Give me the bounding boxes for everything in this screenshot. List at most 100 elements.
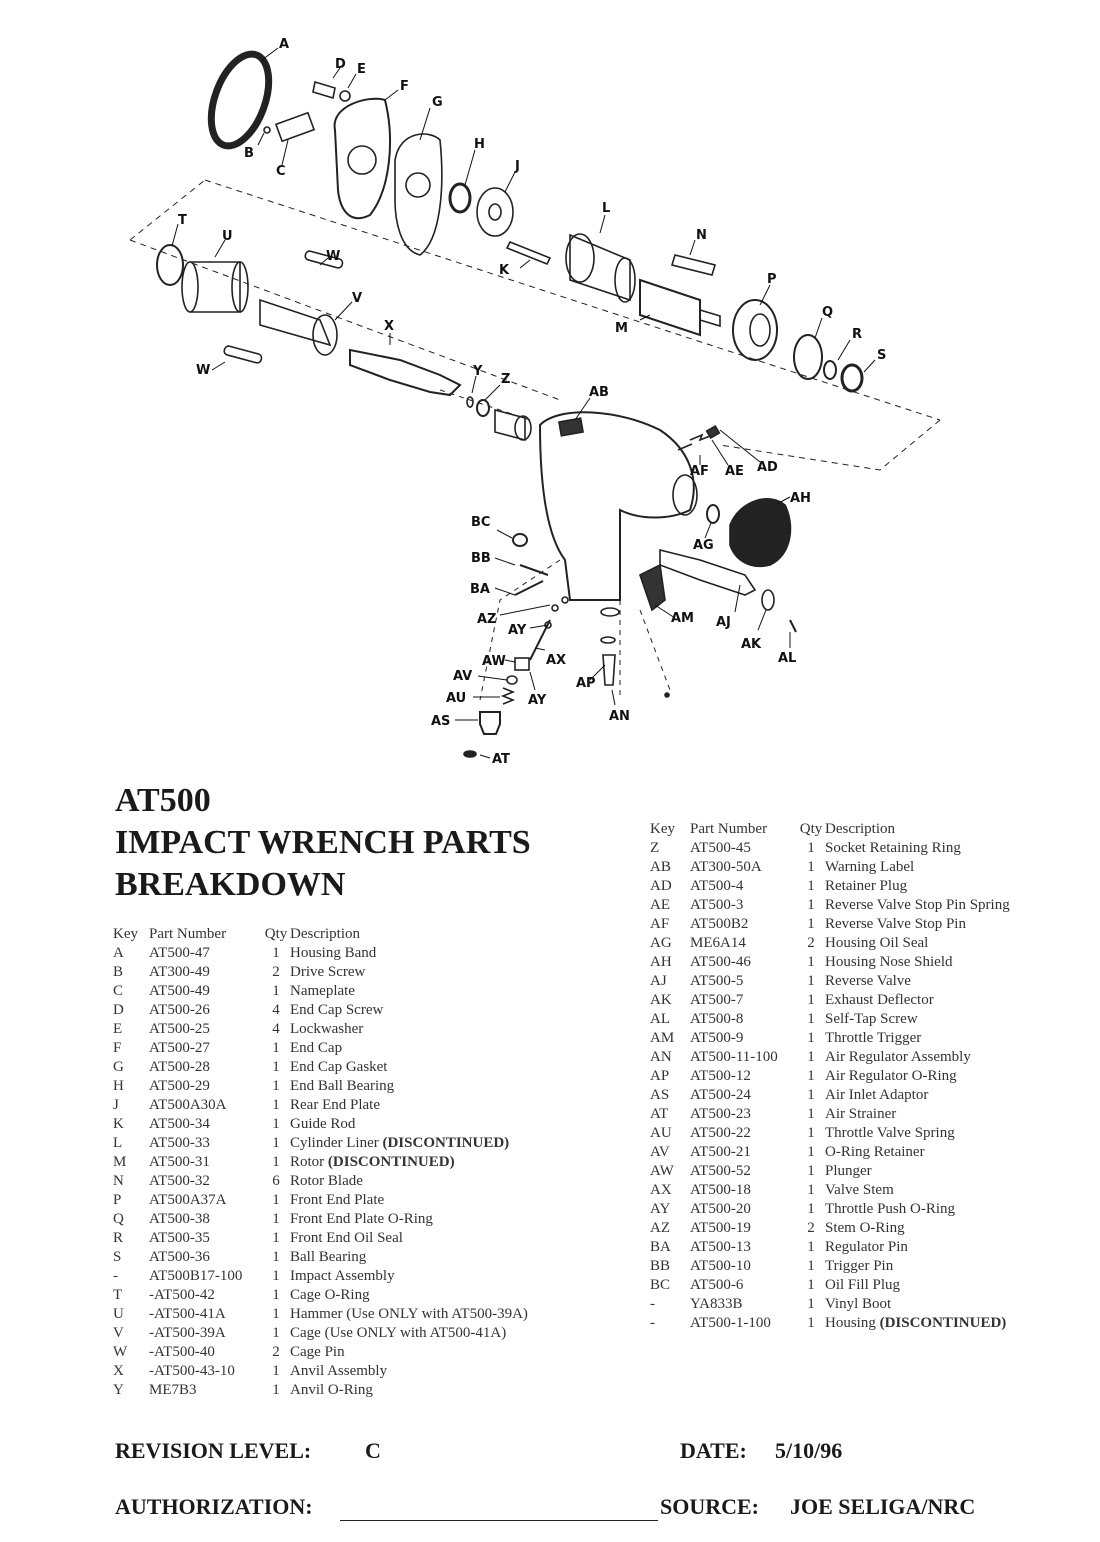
- description-text: Socket Retaining Ring: [825, 840, 961, 856]
- callout-Q: Q: [822, 305, 833, 320]
- header-key: Key: [113, 926, 138, 942]
- description-text: Oil Fill Plug: [825, 1277, 901, 1293]
- part-hammer: [190, 261, 241, 313]
- part-housing-band: [207, 50, 273, 150]
- cell-key: -: [113, 1268, 118, 1284]
- cell-key: B: [113, 964, 124, 980]
- cell-part-number: AT500-22: [690, 1125, 751, 1141]
- cell-key: T: [113, 1287, 123, 1303]
- cell-description: Regulator Pin: [825, 1238, 1010, 1257]
- revision-level-value: C: [365, 1438, 381, 1463]
- cell-qty: 1: [272, 1268, 280, 1284]
- cell-qty: 1: [807, 1182, 815, 1198]
- header-qty: Qty: [799, 821, 823, 837]
- part-reverse-valve: [659, 548, 757, 596]
- cell-part-number: ME6A14: [690, 935, 746, 951]
- cell-qty: 1: [807, 1106, 815, 1122]
- description-text: Anvil Assembly: [290, 1363, 388, 1379]
- cell-qty: 2: [272, 1344, 280, 1360]
- cell-qty: 1: [272, 1192, 280, 1208]
- cell-description: Impact Assembly: [290, 1267, 528, 1286]
- cell-key: AE: [650, 897, 670, 913]
- table-header-row: Key Part Number Qty Description: [650, 820, 1010, 839]
- cell-key: M: [113, 1154, 127, 1170]
- description-text: Retainer Plug: [825, 878, 908, 894]
- description-text: Anvil O-Ring: [290, 1382, 373, 1398]
- cell-part-number: AT500-25: [149, 1021, 210, 1037]
- cell-key: U: [113, 1306, 124, 1322]
- callout-AN: AN: [609, 709, 630, 724]
- cell-description: Rotor (DISCONTINUED): [290, 1153, 528, 1172]
- cell-key: BA: [650, 1239, 671, 1255]
- part-regulator-pin: [514, 580, 544, 596]
- cell-description: Air Strainer: [825, 1105, 1010, 1124]
- cell-key: X: [113, 1363, 124, 1379]
- cell-description: Front End Plate O-Ring: [290, 1210, 528, 1229]
- cell-qty: 1: [272, 1116, 280, 1132]
- exploded-parts-diagram: A B C D E F G H J K L M N P Q R S T U V …: [129, 37, 941, 767]
- cell-key: N: [113, 1173, 124, 1189]
- cell-part-number: AT300-49: [149, 964, 210, 980]
- description-text: Guide Rod: [290, 1116, 356, 1132]
- cell-part-number: -AT500-40: [149, 1344, 215, 1360]
- callout-U: U: [222, 229, 233, 244]
- description-text: Valve Stem: [825, 1182, 894, 1198]
- cell-qty: 2: [272, 964, 280, 980]
- source-value: JOE SELIGA/NRC: [790, 1494, 976, 1519]
- description-text: Reverse Valve Stop Pin Spring: [825, 897, 1010, 913]
- part-housing-nose-shield: [729, 498, 792, 567]
- callout-AV: AV: [453, 669, 472, 684]
- cell-description: End Cap: [290, 1039, 528, 1058]
- cell-part-number: AT500-18: [690, 1182, 751, 1198]
- cell-key: Q: [113, 1211, 124, 1227]
- cell-key: Z: [650, 840, 660, 856]
- cell-description: Retainer Plug: [825, 877, 1010, 896]
- part-rear-end-plate: [476, 187, 514, 237]
- cell-qty: 1: [807, 1277, 815, 1293]
- cell-part-number: AT500-28: [149, 1059, 210, 1075]
- callout-H: H: [474, 137, 485, 152]
- callout-BC: BC: [471, 515, 490, 530]
- cell-description: Throttle Trigger: [825, 1029, 1010, 1048]
- part-guide-rod: [505, 240, 552, 266]
- cell-part-number: AT500-52: [690, 1163, 751, 1179]
- cell-part-number: AT500-23: [690, 1106, 751, 1122]
- description-text: Cylinder Liner: [290, 1135, 379, 1151]
- callout-L: L: [602, 201, 610, 216]
- cell-description: Cage Pin: [290, 1343, 528, 1362]
- cell-description: Housing Band: [290, 944, 528, 963]
- part-oring-retainer: [506, 675, 518, 685]
- cell-qty: 1: [807, 878, 815, 894]
- part-end-ball-bearing: [448, 182, 472, 214]
- callout-AZ: AZ: [477, 612, 497, 627]
- cell-part-number: -AT500-43-10: [149, 1363, 235, 1379]
- cell-qty: 1: [272, 1078, 280, 1094]
- callout-AP: AP: [576, 676, 596, 691]
- assembly-axis-boundary: [129, 179, 941, 471]
- cell-qty: 1: [807, 992, 815, 1008]
- cell-part-number: AT500-10: [690, 1258, 751, 1274]
- cell-qty: 1: [807, 973, 815, 989]
- cell-part-number: ME7B3: [149, 1382, 197, 1398]
- cell-description: Air Regulator O-Ring: [825, 1067, 1010, 1086]
- part-valve-stem: [529, 619, 551, 661]
- cell-description: Throttle Push O-Ring: [825, 1200, 1010, 1219]
- cell-qty: 1: [807, 1258, 815, 1274]
- cell-description: End Cap Gasket: [290, 1058, 528, 1077]
